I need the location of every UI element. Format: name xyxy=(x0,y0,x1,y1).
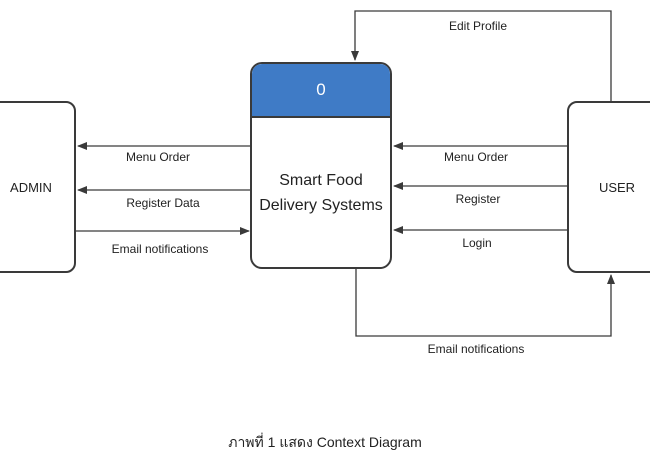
edit-profile-arrow xyxy=(351,10,612,101)
process-number: 0 xyxy=(316,80,326,99)
flow-label-admin-email-notifications: Email notifications xyxy=(111,242,209,256)
figure-caption: ภาพที่ 1 แสดง Context Diagram xyxy=(228,434,422,450)
user-entity-label: USER xyxy=(598,179,636,195)
flow-label-user-menu-order: Menu Order xyxy=(443,150,509,164)
process-name: Smart Food Delivery Systems xyxy=(259,172,383,214)
process-number-header: 0 xyxy=(252,64,390,118)
flow-label-admin-menu-order: Menu Order xyxy=(125,150,191,164)
flow-label-edit-profile: Edit Profile xyxy=(448,19,508,33)
process-body: Smart Food Delivery Systems xyxy=(252,118,390,267)
flow-label-user-login: Login xyxy=(462,236,492,250)
process-node: 0 Smart Food Delivery Systems xyxy=(250,62,392,269)
flow-label-user-register: Register xyxy=(455,192,501,206)
flow-label-user-email-notifications: Email notifications xyxy=(427,342,525,356)
flow-label-admin-register-data: Register Data xyxy=(126,196,200,210)
user-entity: USER xyxy=(567,101,650,273)
admin-entity: ADMIN xyxy=(0,101,76,273)
user-email-notifications-arrow xyxy=(355,269,615,337)
admin-entity-label: ADMIN xyxy=(10,179,52,195)
